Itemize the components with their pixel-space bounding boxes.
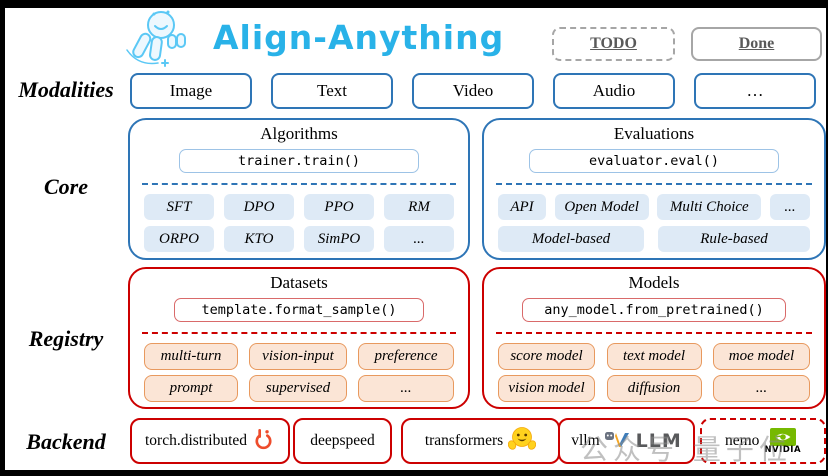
any-model-api-pill: any_model.from_pretrained() [522, 298, 786, 322]
legend-done: Done [691, 27, 822, 61]
backend-nemo: nemo NVIDIA [700, 418, 826, 464]
modality-more: … [694, 73, 816, 109]
model-chip: vision model [498, 375, 595, 402]
algorithm-chip: ... [384, 226, 454, 252]
backend-item-label: transformers [424, 432, 504, 449]
datasets-box: Datasets template.format_sample() multi-… [128, 267, 470, 409]
algorithms-box: Algorithms trainer.train() SFT DPO PPO R… [128, 118, 470, 260]
dataset-chip: vision-input [249, 343, 347, 370]
vllm-icon [604, 429, 631, 454]
evaluator-api-pill: evaluator.eval() [529, 149, 779, 173]
evaluations-box: Evaluations evaluator.eval() API Open Mo… [482, 118, 826, 260]
core-label: Core [44, 174, 88, 199]
algorithm-chip: DPO [224, 194, 294, 220]
algorithms-title: Algorithms [260, 124, 338, 143]
datasets-title: Datasets [270, 273, 328, 292]
algorithm-chip: KTO [224, 226, 294, 252]
models-title: Models [628, 273, 680, 292]
vllm-wordmark: LLM [635, 430, 682, 452]
hugging-face-icon [508, 426, 537, 457]
dataset-chip: supervised [249, 375, 347, 402]
modality-audio: Audio [553, 73, 675, 109]
modality-text: Text [271, 73, 393, 109]
backend-vllm: vllm LLM [558, 418, 695, 464]
evaluation-chip: Open Model [554, 194, 649, 220]
algorithm-chip: SFT [144, 194, 214, 220]
divider [496, 183, 812, 185]
dataset-chip: prompt [144, 375, 238, 402]
divider [496, 332, 812, 334]
backend-torch-distributed: torch.distributed [130, 418, 290, 464]
backend-item-label: vllm [571, 432, 600, 449]
trainer-api-pill: trainer.train() [179, 149, 419, 173]
evaluation-chip: Rule-based [658, 226, 810, 252]
registry-label: Registry [28, 326, 104, 351]
model-chip: text model [606, 343, 702, 370]
model-chip: ... [713, 375, 810, 402]
modality-image: Image [130, 73, 252, 109]
mascot-icon [100, 8, 206, 73]
backend-item-label: deepspeed [310, 432, 375, 449]
backend-transformers: transformers [401, 418, 560, 464]
algorithm-chip: ORPO [144, 226, 214, 252]
algorithm-chip: RM [384, 194, 454, 220]
backend-item-label: nemo [724, 432, 760, 449]
template-api-pill: template.format_sample() [174, 298, 424, 322]
dataset-chip: preference [358, 343, 454, 370]
evaluation-chip: ... [769, 194, 810, 220]
model-chip: score model [498, 343, 595, 370]
model-chip: diffusion [606, 375, 702, 402]
backend-label: Backend [26, 429, 106, 454]
model-chip: moe model [713, 343, 810, 370]
algorithm-chip: PPO [304, 194, 374, 220]
modalities-label: Modalities [18, 77, 114, 102]
dataset-chip: multi-turn [144, 343, 238, 370]
legend-todo: TODO [552, 27, 675, 61]
models-box: Models any_model.from_pretrained() score… [482, 267, 826, 409]
evaluation-chip: Model-based [498, 226, 644, 252]
page-title: Align-Anything [213, 18, 505, 57]
modality-video: Video [412, 73, 534, 109]
divider [142, 332, 456, 334]
evaluation-chip: Multi Choice [657, 194, 762, 220]
dataset-chip: ... [358, 375, 454, 402]
algorithm-chip: SimPO [304, 226, 374, 252]
evaluations-title: Evaluations [613, 124, 695, 143]
pytorch-icon [252, 427, 275, 455]
nvidia-icon: NVIDIA [764, 427, 802, 455]
nvidia-wordmark: NVIDIA [764, 444, 802, 455]
evaluation-chip: API [498, 194, 546, 220]
backend-deepspeed: deepspeed [293, 418, 392, 464]
divider [142, 183, 456, 185]
backend-item-label: torch.distributed [144, 432, 248, 449]
